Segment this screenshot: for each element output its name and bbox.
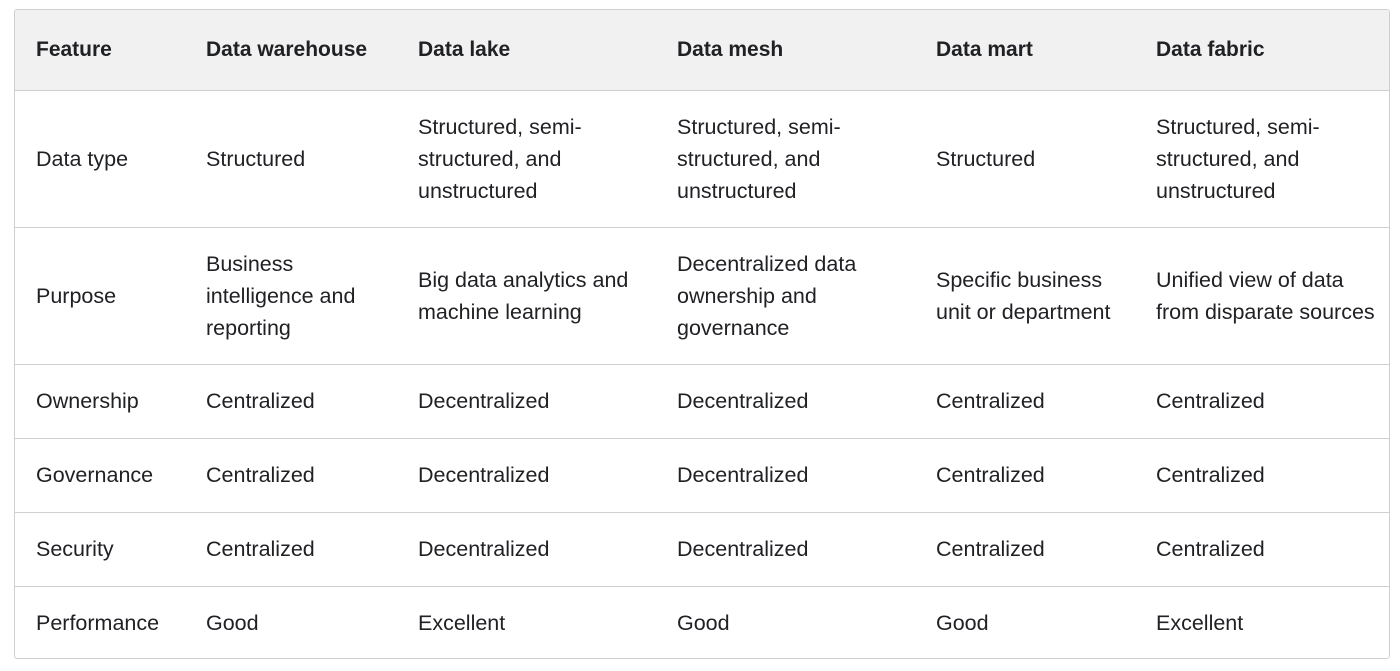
table-cell: Decentralized [397,364,656,439]
table-cell: Centralized [185,512,397,587]
table-cell: Structured, semi-structured, and unstruc… [397,90,656,228]
table-row: Governance Centralized Decentralized Dec… [15,438,1389,513]
table-body: Data type Structured Structured, semi-st… [15,90,1389,658]
table-cell: Business intelligence and reporting [185,227,397,365]
row-label-data-type: Data type [15,90,185,228]
table-cell: Structured, semi-structured, and unstruc… [656,90,915,228]
header-data-fabric: Data fabric [1135,10,1389,91]
table-cell: Centralized [185,438,397,513]
header-row: Feature Data warehouse Data lake Data me… [15,10,1389,91]
comparison-table-container: Feature Data warehouse Data lake Data me… [14,9,1390,659]
table-cell: Good [936,610,989,635]
table-row: Performance Good Excellent Good Good Exc… [15,586,1389,658]
row-label-performance: Performance [36,610,160,635]
table-cell: Decentralized [656,438,915,513]
table-header: Feature Data warehouse Data lake Data me… [15,10,1389,91]
table-cell: Centralized [915,438,1135,513]
table-cell: Decentralized [397,512,656,587]
table-cell: Decentralized [656,364,915,439]
table-cell: Excellent [1156,610,1244,635]
table-cell: Structured [915,90,1135,228]
header-data-mesh: Data mesh [656,10,915,91]
table-cell: Centralized [1135,512,1389,587]
table-cell: Centralized [1135,364,1389,439]
table-cell: Good [677,610,730,635]
table-cell: Centralized [185,364,397,439]
header-data-warehouse: Data warehouse [185,10,397,91]
header-data-mart: Data mart [915,10,1135,91]
table-cell: Structured, semi-structured, and unstruc… [1135,90,1389,228]
table-cell: Centralized [915,364,1135,439]
row-label-governance: Governance [15,438,185,513]
comparison-table: Feature Data warehouse Data lake Data me… [15,10,1389,658]
table-cell: Decentralized data ownership and governa… [656,227,915,365]
table-cell: Unified view of data from disparate sour… [1135,227,1389,365]
row-label-purpose: Purpose [15,227,185,365]
table-row: Security Centralized Decentralized Decen… [15,512,1389,587]
row-label-ownership: Ownership [15,364,185,439]
header-data-lake: Data lake [397,10,656,91]
table-cell: Specific business unit or department [915,227,1135,365]
table-row: Data type Structured Structured, semi-st… [15,90,1389,228]
table-row: Purpose Business intelligence and report… [15,227,1389,365]
table-cell: Big data analytics and machine learning [397,227,656,365]
table-cell: Decentralized [656,512,915,587]
table-cell: Structured [185,90,397,228]
table-cell: Centralized [1135,438,1389,513]
row-label-security: Security [15,512,185,587]
table-cell: Good [206,610,259,635]
table-cell: Excellent [418,610,506,635]
table-cell: Centralized [915,512,1135,587]
table-cell: Decentralized [397,438,656,513]
header-feature: Feature [15,10,185,91]
table-row: Ownership Centralized Decentralized Dece… [15,364,1389,439]
